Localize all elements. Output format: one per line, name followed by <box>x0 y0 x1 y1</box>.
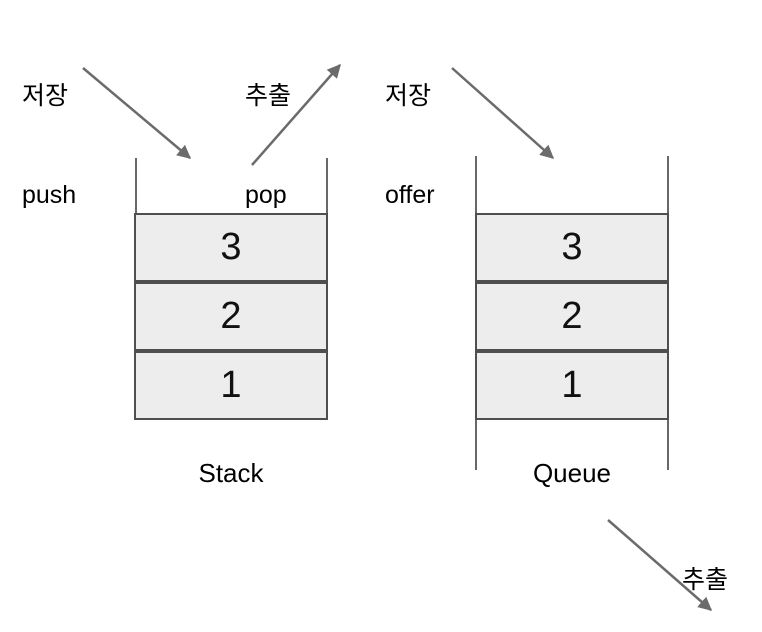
offer-arrow <box>451 67 555 159</box>
queue-item-box: 3 <box>475 213 669 282</box>
push-arrow <box>82 67 192 159</box>
queue-item-value: 3 <box>561 226 583 268</box>
poll-label: 추출 poll <box>682 498 728 632</box>
push-label-ko: 저장 <box>22 82 69 110</box>
stack-title: Stack <box>198 458 264 488</box>
queue-title: Queue <box>532 458 612 488</box>
offer-label-ko: 저장 <box>385 82 432 110</box>
stack-item-value: 3 <box>220 226 242 268</box>
queue-item-value: 2 <box>561 295 583 337</box>
stack-boxes: 3 2 1 <box>134 213 328 420</box>
queue-item-value: 1 <box>561 364 583 406</box>
queue-boxes: 3 2 1 <box>475 213 669 420</box>
queue-item-box: 2 <box>475 282 669 351</box>
offer-label: 저장 offer <box>385 14 435 278</box>
stack-item-value: 1 <box>220 364 242 406</box>
pop-label-en: pop <box>245 181 287 209</box>
offer-label-en: offer <box>385 181 435 209</box>
stack-item-value: 2 <box>220 295 242 337</box>
push-label: 저장 push <box>22 14 76 278</box>
queue-item-box: 1 <box>475 351 669 420</box>
stack-item-box: 3 <box>134 213 328 282</box>
stack-item-box: 1 <box>134 351 328 420</box>
stack-item-box: 2 <box>134 282 328 351</box>
poll-label-ko: 추출 <box>682 566 729 594</box>
push-label-en: push <box>22 181 77 209</box>
pop-label-ko: 추출 <box>245 82 292 110</box>
